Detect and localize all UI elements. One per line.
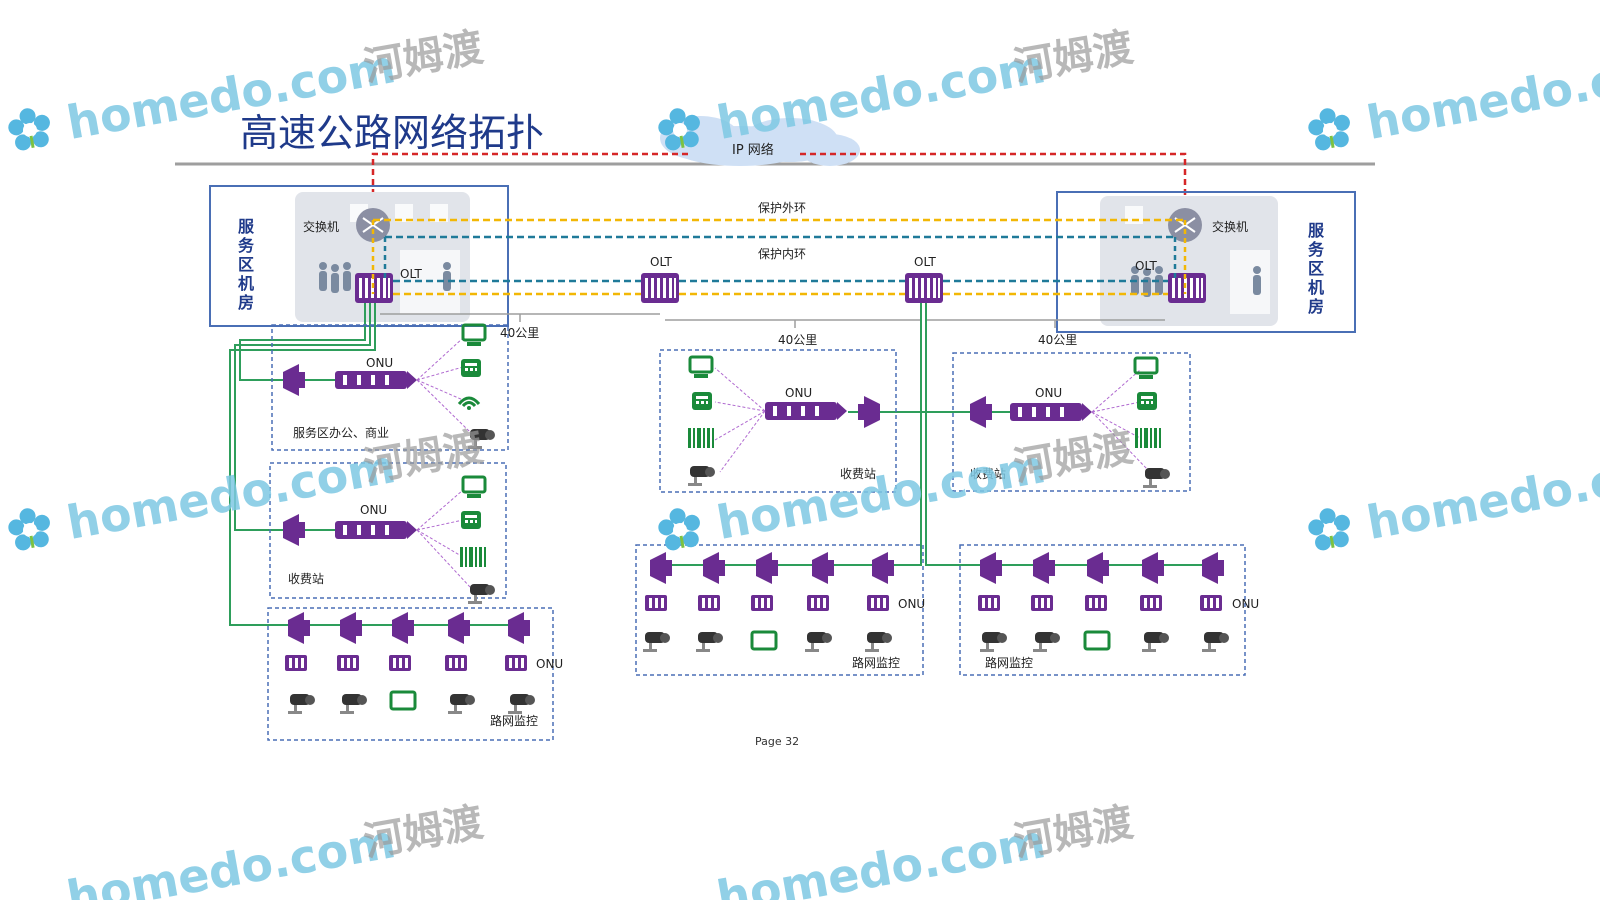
svg-text:homedo.com: homedo.com bbox=[713, 814, 1050, 900]
svg-text:河姆渡: 河姆渡 bbox=[1010, 800, 1136, 866]
toll-mid-label: 收费站 bbox=[840, 467, 876, 481]
svg-text:机: 机 bbox=[1308, 278, 1324, 297]
left-access-lines bbox=[229, 303, 530, 626]
toll-right-phone-icon bbox=[1137, 392, 1157, 410]
toll-left-onu-label: ONU bbox=[360, 503, 387, 517]
toll-mid-phone-icon bbox=[692, 392, 712, 410]
right-person-icon bbox=[1253, 266, 1261, 295]
mid-olt-2-icon bbox=[905, 273, 943, 303]
toll-left-pc-icon bbox=[461, 475, 487, 500]
road-monitor-left-label: 路网监控 bbox=[490, 713, 538, 728]
toll-left-label: 收费站 bbox=[288, 572, 324, 586]
right-server-room bbox=[1056, 191, 1356, 333]
svg-text:务: 务 bbox=[238, 236, 255, 255]
mid-olt-2-label: OLT bbox=[914, 255, 936, 269]
svg-text:河姆渡: 河姆渡 bbox=[1010, 25, 1136, 91]
toll-left-onu-icon bbox=[335, 521, 417, 539]
svg-text:房: 房 bbox=[238, 293, 254, 312]
toll-right-camera-icon bbox=[1143, 468, 1170, 488]
svg-text:房: 房 bbox=[1308, 297, 1324, 316]
distance-label-2: 40公里 bbox=[778, 333, 817, 347]
page-number: Page 32 bbox=[755, 735, 799, 748]
road-right-onu-label: ONU bbox=[1232, 597, 1259, 611]
toll-right-barcode-icon bbox=[1135, 428, 1161, 448]
toll-mid-barcode-icon bbox=[688, 428, 714, 448]
road-monitor-right-nodes bbox=[978, 552, 1229, 652]
mid-olt-1-label: OLT bbox=[650, 255, 672, 269]
right-olt-icon bbox=[1168, 273, 1206, 303]
svg-text:河姆渡: 河姆渡 bbox=[1010, 425, 1136, 491]
right-olt-label: OLT bbox=[1135, 259, 1157, 273]
road-mid-onu-label: ONU bbox=[898, 597, 925, 611]
svg-text:homedo.com: homedo.com bbox=[713, 439, 1050, 550]
office-wifi-icon bbox=[457, 396, 481, 412]
left-switch-label: 交换机 bbox=[303, 219, 339, 234]
right-switch-label: 交换机 bbox=[1212, 219, 1248, 234]
toll-right-onu-label: ONU bbox=[1035, 386, 1062, 400]
road-monitor-right-label: 路网监控 bbox=[985, 655, 1033, 670]
toll-station-left-box bbox=[269, 462, 507, 599]
svg-text:服: 服 bbox=[238, 217, 255, 236]
toll-left-barcode-icon bbox=[460, 547, 486, 567]
office-onu-label: ONU bbox=[366, 356, 393, 370]
svg-text:河姆渡: 河姆渡 bbox=[360, 25, 486, 91]
left-staff-icon bbox=[319, 262, 351, 293]
toll-station-right-box bbox=[952, 352, 1191, 492]
road-monitor-left-nodes bbox=[285, 612, 535, 714]
page-title: 高速公路网络拓扑 bbox=[240, 111, 544, 155]
right-room-label: 服 务 区 机 房 bbox=[1308, 221, 1325, 316]
ip-network-cloud: IP 网络 bbox=[660, 116, 860, 166]
toll-right-pc-icon bbox=[1133, 356, 1159, 381]
road-monitor-right-box bbox=[959, 544, 1246, 676]
ip-network-label: IP 网络 bbox=[732, 142, 774, 158]
toll-left-splitter-icon bbox=[283, 514, 305, 546]
left-server-room bbox=[209, 185, 509, 327]
office-camera-icon bbox=[468, 429, 495, 449]
mid-access-lines bbox=[655, 303, 1215, 566]
mid-olt-1-icon bbox=[641, 273, 679, 303]
office-phone-icon bbox=[461, 359, 481, 377]
office-splitter-icon bbox=[283, 364, 305, 396]
toll-mid-pc-icon bbox=[688, 355, 714, 380]
toll-right-label: 收费站 bbox=[970, 467, 1006, 481]
road-left-onu-label: ONU bbox=[536, 657, 563, 671]
office-onu-icon bbox=[335, 371, 417, 389]
toll-mid-onu-icon bbox=[765, 402, 847, 420]
toll-right-splitter-icon bbox=[970, 396, 992, 428]
office-pc-icon bbox=[461, 323, 487, 348]
distance-label-3: 40公里 bbox=[1038, 333, 1077, 347]
svg-text:机: 机 bbox=[238, 274, 254, 293]
distance-label-1: 40公里 bbox=[500, 326, 539, 340]
distance-bracket-3 bbox=[925, 319, 1165, 328]
toll-mid-camera-icon bbox=[688, 466, 715, 486]
svg-text:区: 区 bbox=[1308, 259, 1324, 278]
svg-text:homedo.com: homedo.com bbox=[1363, 439, 1600, 550]
toll-left-camera-icon bbox=[468, 584, 495, 604]
service-office-box bbox=[271, 324, 509, 451]
toll-left-phone-icon bbox=[461, 511, 481, 529]
svg-text:homedo.com: homedo.com bbox=[1363, 39, 1600, 150]
toll-right-onu-icon bbox=[1010, 403, 1092, 421]
left-person-icon bbox=[443, 262, 451, 291]
inner-ring-label: 保护内环 bbox=[758, 247, 806, 261]
toll-mid-onu-label: ONU bbox=[785, 386, 812, 400]
svg-text:服: 服 bbox=[1308, 221, 1325, 240]
road-monitor-mid-label: 路网监控 bbox=[852, 655, 900, 670]
road-monitor-mid-nodes bbox=[643, 552, 894, 652]
distance-bracket-2 bbox=[665, 319, 920, 328]
svg-text:务: 务 bbox=[1308, 240, 1325, 259]
distance-bracket-1 bbox=[380, 313, 660, 322]
svg-text:河姆渡: 河姆渡 bbox=[360, 800, 486, 866]
service-office-label: 服务区办公、商业 bbox=[293, 425, 389, 440]
svg-text:homedo.com: homedo.com bbox=[63, 814, 400, 900]
toll-mid-splitter-icon bbox=[858, 396, 880, 428]
left-olt-label: OLT bbox=[400, 267, 422, 281]
svg-text:区: 区 bbox=[238, 255, 254, 274]
road-monitor-left-box bbox=[267, 607, 554, 741]
left-room-label: 服 务 区 机 房 bbox=[238, 217, 255, 312]
outer-ring-label: 保护外环 bbox=[758, 201, 806, 215]
road-monitor-mid-box bbox=[635, 544, 924, 676]
